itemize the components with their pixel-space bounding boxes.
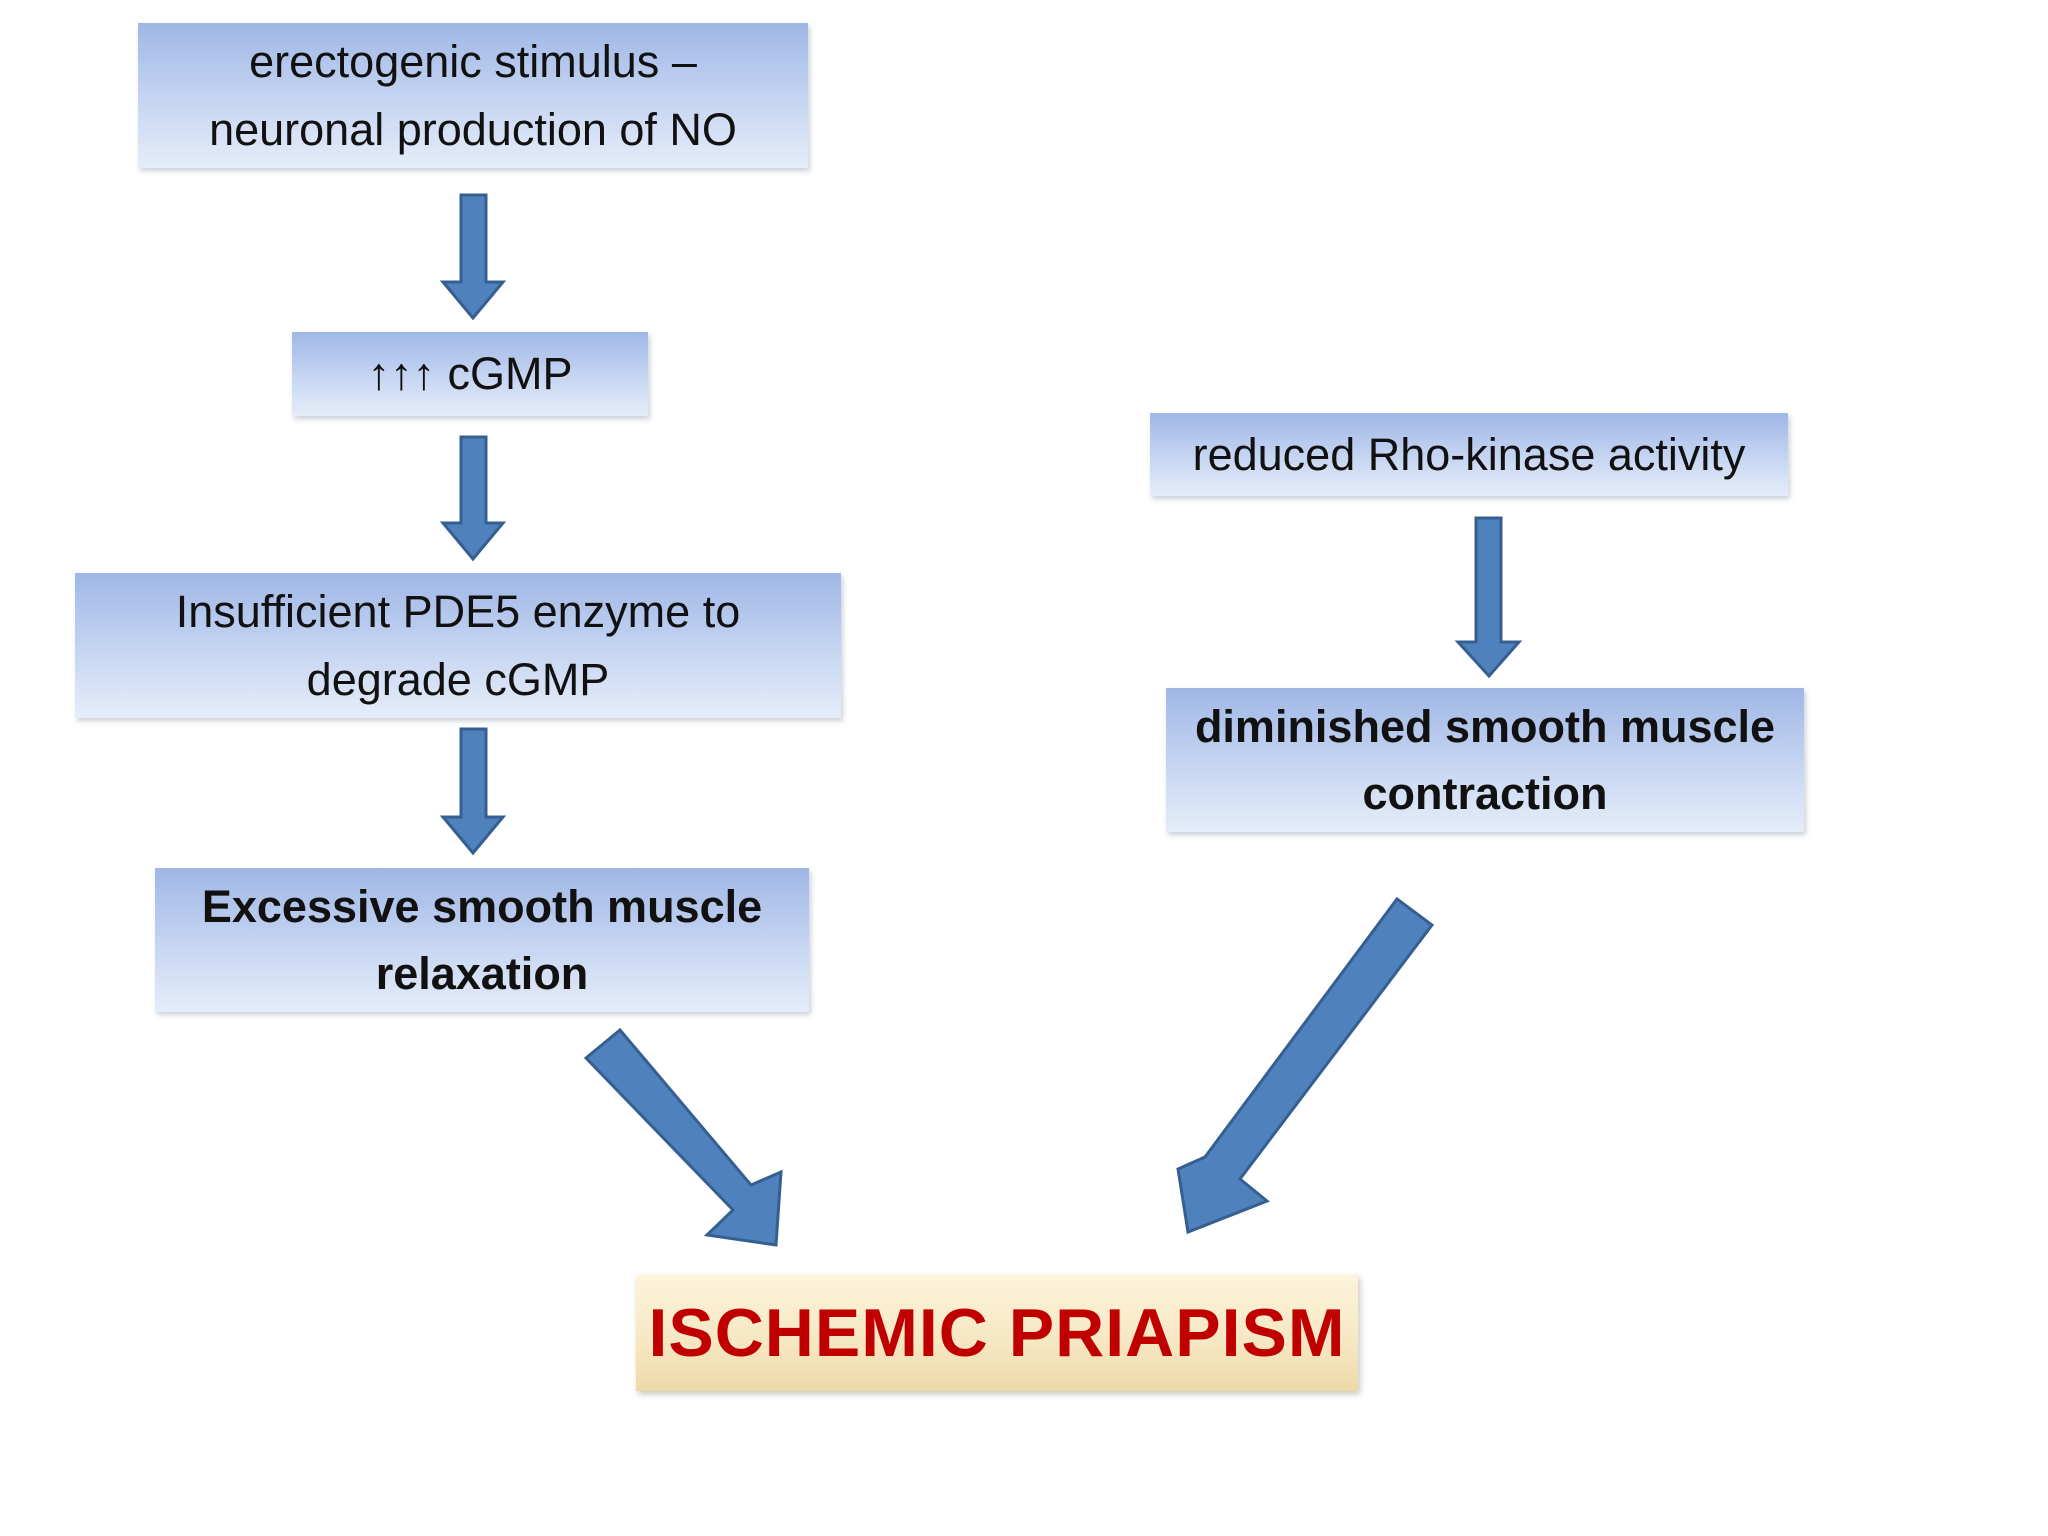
node-text-line: Insufficient PDE5 enzyme to (175, 586, 741, 637)
node-text-line: Excessive smooth muscle (201, 880, 763, 932)
arrow-cgmp-to-pde5 (439, 435, 507, 562)
arrow-relaxation-to-outcome (583, 1027, 783, 1247)
node-pde5-insufficient: Insufficient PDE5 enzyme to degrade cGMP (75, 573, 841, 718)
node-text: reduced Rho-kinase activity (1192, 428, 1746, 480)
outcome-text: ISCHEMIC PRIAPISM (648, 1295, 1346, 1371)
node-text-line: diminished smooth muscle (1194, 700, 1776, 752)
node-ischemic-priapism: ISCHEMIC PRIAPISM (636, 1275, 1358, 1391)
node-rho-kinase: reduced Rho-kinase activity (1150, 413, 1788, 496)
node-text-line: contraction (1362, 768, 1608, 819)
node-excessive-relaxation: Excessive smooth muscle relaxation (155, 868, 809, 1012)
node-text-line: degrade cGMP (306, 653, 610, 705)
arrow-rho-to-contraction (1454, 516, 1523, 679)
node-cgmp: ↑↑↑ cGMP (292, 332, 648, 416)
node-erectogenic-stimulus: erectogenic stimulus – neuronal producti… (138, 23, 808, 168)
arrow-stimulus-to-cgmp (439, 193, 507, 321)
node-text-line: neuronal production of NO (209, 103, 737, 155)
node-text-line: erectogenic stimulus – (249, 36, 697, 87)
arrow-contraction-to-outcome (1176, 896, 1435, 1235)
node-diminished-contraction: diminished smooth muscle contraction (1166, 688, 1804, 832)
node-text-line: relaxation (375, 948, 589, 999)
node-text: ↑↑↑ cGMP (367, 348, 573, 400)
arrow-pde5-to-relaxation (439, 727, 507, 856)
